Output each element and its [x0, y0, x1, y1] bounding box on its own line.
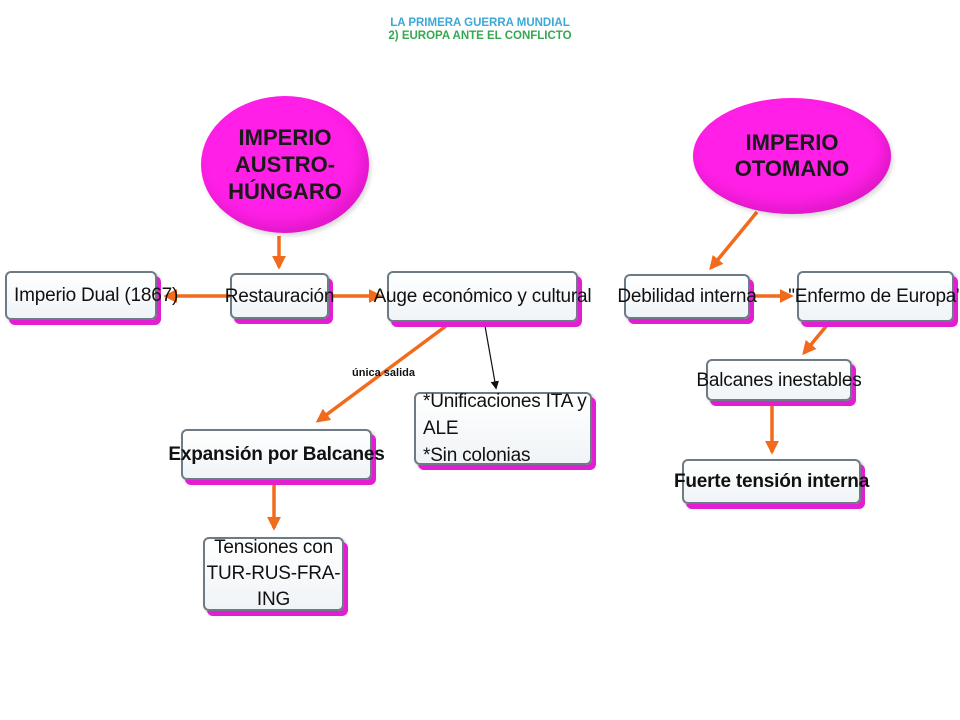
node-auge-economico: Auge económico y cultural — [374, 271, 592, 322]
node-balcanes-inestables: Balcanes inestables — [696, 359, 862, 401]
node-unificaciones: *Unificaciones ITA y ALE *Sin colonias — [414, 391, 592, 466]
node-fuerte-tension: Fuerte tensión interna — [674, 459, 869, 504]
arrow-auge-to-expansion — [315, 324, 448, 423]
node-debilidad-interna: Debilidad interna — [617, 274, 757, 319]
arrow-enfermo-to-balcanes — [802, 322, 830, 356]
node-restauracion: Restauración — [225, 273, 334, 319]
arrow-auge-to-unificaciones — [484, 325, 499, 390]
arrow-otomano-to-debilidad — [709, 210, 759, 271]
node-expansion-balcanes: Expansión por Balcanes — [168, 429, 385, 480]
page-subtitle: 2) EUROPA ANTE EL CONFLICTO — [388, 30, 572, 42]
node-imperio-dual: Imperio Dual (1867) — [5, 271, 178, 320]
node-imperio-otomano: IMPERIO OTOMANO — [693, 98, 891, 214]
node-tensiones: Tensiones con TUR-RUS-FRA-ING — [203, 537, 344, 611]
link-label-unica-salida: única salida — [352, 367, 415, 379]
node-imperio-austro-hungaro: IMPERIO AUSTRO-HÚNGARO — [201, 96, 369, 233]
node-enfermo-de-europa: "Enfermo de Europa" — [788, 271, 960, 322]
page-title: LA PRIMERA GUERRA MUNDIAL — [390, 17, 570, 29]
page-header: LA PRIMERA GUERRA MUNDIAL 2) EUROPA ANTE… — [0, 17, 960, 43]
